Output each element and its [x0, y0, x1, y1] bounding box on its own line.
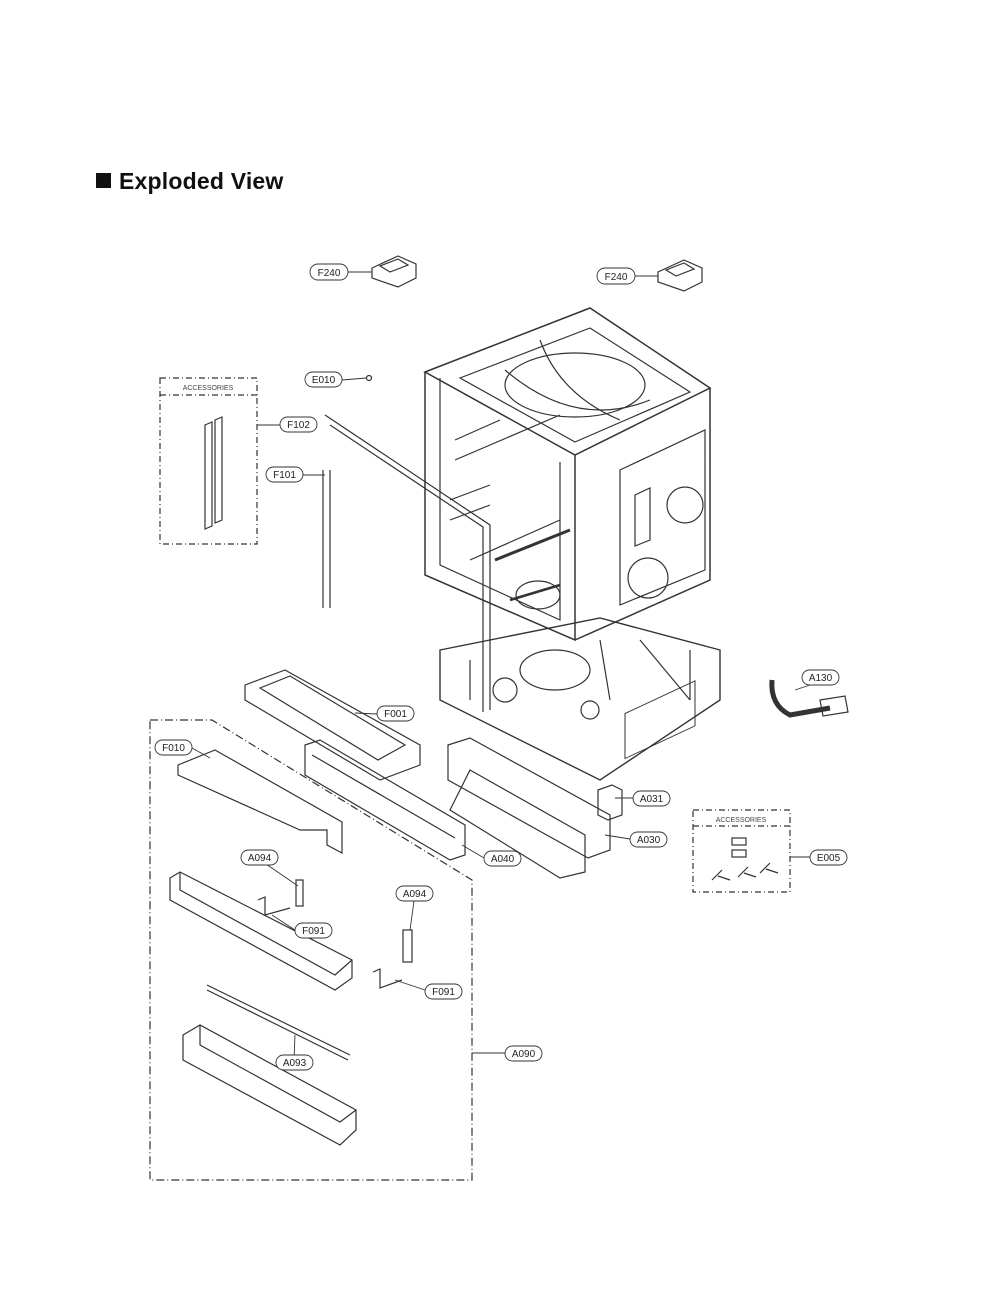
- screws-e005: [711, 837, 779, 881]
- svg-text:A094: A094: [248, 853, 272, 864]
- bracket-f240-left: [371, 255, 417, 288]
- label-e010: E010: [304, 371, 343, 388]
- label-a093: A093: [275, 1054, 314, 1071]
- toekick-lower: [182, 1024, 357, 1146]
- trim-a040: [304, 739, 466, 861]
- label-e005: E005: [809, 849, 848, 866]
- svg-text:F091: F091: [432, 987, 455, 998]
- insulation-a030: [447, 737, 611, 859]
- label-f240-right: F240: [596, 267, 636, 285]
- page-title: Exploded View: [96, 168, 284, 195]
- label-f240-left: F240: [309, 263, 349, 281]
- tub-assembly: [423, 307, 712, 642]
- label-f091-left: F091: [294, 922, 333, 939]
- screw-e010: [365, 374, 373, 382]
- page-title-text: Exploded View: [119, 168, 284, 194]
- sheet-f010: [177, 749, 343, 854]
- svg-text:A040: A040: [491, 854, 515, 865]
- bracket-f240-right: [657, 259, 703, 292]
- label-a130: A130: [801, 669, 840, 686]
- bracket-f091-left: [257, 896, 291, 916]
- group-box-a090: [149, 719, 473, 1181]
- svg-text:A031: A031: [640, 794, 664, 805]
- accessories-box-f102: [159, 377, 258, 545]
- strip-f102: [204, 416, 223, 530]
- label-a031: A031: [632, 790, 671, 807]
- svg-text:F091: F091: [302, 926, 325, 937]
- strip-a093: [206, 984, 351, 1061]
- svg-text:E010: E010: [312, 375, 336, 386]
- label-f001: F001: [376, 705, 415, 722]
- block-a031: [597, 784, 623, 821]
- label-f101: F101: [265, 466, 304, 483]
- bracket-f091-right: [372, 968, 403, 989]
- svg-text:F001: F001: [384, 709, 407, 720]
- label-a040: A040: [483, 850, 522, 867]
- svg-text:F240: F240: [318, 268, 341, 279]
- leader-lines: [191, 271, 811, 1061]
- panel-f001: [244, 669, 421, 781]
- svg-text:A130: A130: [809, 673, 833, 684]
- svg-text:A030: A030: [637, 835, 661, 846]
- label-a094-right: A094: [395, 885, 434, 902]
- svg-text:A094: A094: [403, 889, 427, 900]
- base-assembly: [439, 617, 721, 781]
- label-f102: F102: [279, 416, 318, 433]
- svg-text:A090: A090: [512, 1049, 536, 1060]
- clip-a094-left: [295, 879, 304, 907]
- svg-text:A093: A093: [283, 1058, 307, 1069]
- hose-a130: [769, 679, 831, 718]
- square-bullet-icon: [96, 173, 111, 188]
- label-a090: A090: [504, 1045, 543, 1062]
- svg-text:F010: F010: [162, 743, 185, 754]
- gasket-f101-side: [322, 470, 331, 608]
- svg-text:F102: F102: [287, 420, 310, 431]
- accessories-label-e005: ACCESSORIES: [716, 817, 767, 824]
- svg-text:E005: E005: [817, 853, 841, 864]
- label-f010: F010: [154, 739, 193, 756]
- label-a030: A030: [629, 831, 668, 848]
- gasket-f101: [324, 414, 491, 712]
- label-f091-right: F091: [424, 983, 463, 1000]
- accessories-box-e005: [692, 809, 791, 893]
- clip-a094-right: [402, 929, 413, 963]
- svg-text:F101: F101: [273, 470, 296, 481]
- label-a094-left: A094: [240, 849, 279, 866]
- accessories-label-f102: ACCESSORIES: [183, 385, 234, 392]
- svg-text:F240: F240: [605, 272, 628, 283]
